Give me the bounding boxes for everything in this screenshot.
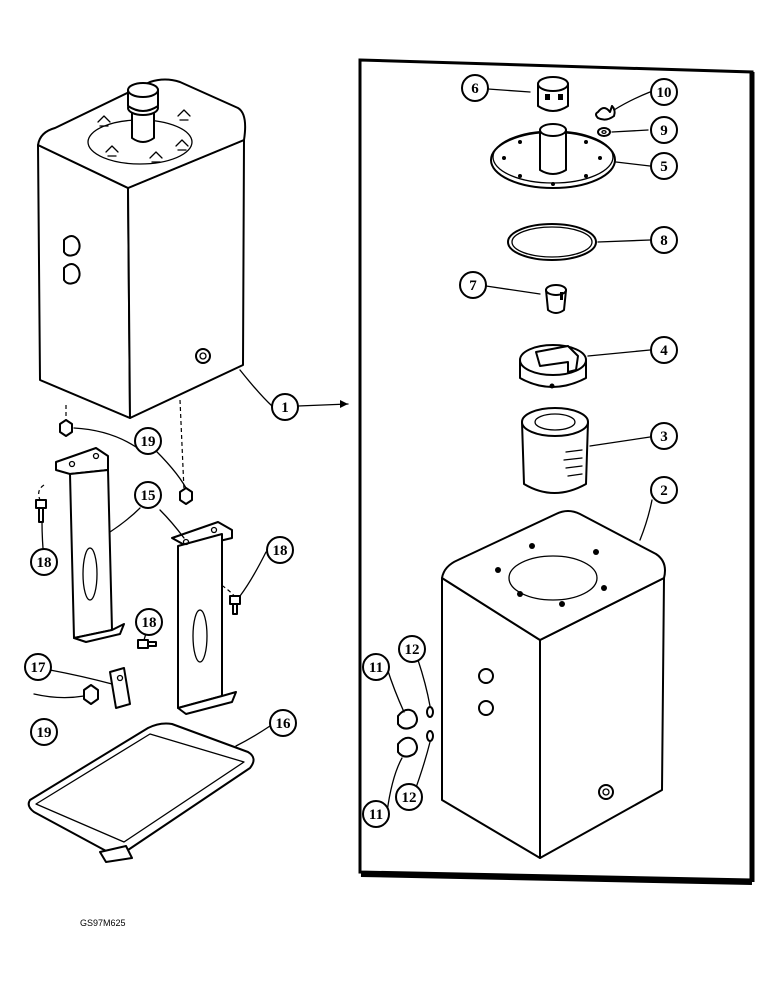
assembled-reservoir-tank <box>37 78 247 419</box>
callouts: 1 2 3 4 5 6 7 8 9 10 11 11 12 12 15 16 1… <box>0 0 678 828</box>
svg-text:12: 12 <box>402 790 417 806</box>
callout-12-lower: 12 <box>395 783 423 811</box>
callout-11-lower: 11 <box>362 800 390 828</box>
callout-8: 8 <box>650 226 678 254</box>
callout-5: 5 <box>650 152 678 180</box>
callout-19-top: 19 <box>134 427 162 455</box>
svg-text:17: 17 <box>31 660 47 676</box>
part-mounting-plate <box>490 123 616 189</box>
svg-text:18: 18 <box>37 555 52 571</box>
callout-18-right: 18 <box>266 536 294 564</box>
svg-text:16: 16 <box>276 716 292 732</box>
callout-6: 6 <box>461 74 489 102</box>
callout-19-lower-left: 19 <box>30 718 58 746</box>
svg-text:5: 5 <box>660 159 668 175</box>
callout-19-mid: 19 <box>0 0 15 4</box>
callout-9: 9 <box>650 116 678 144</box>
callout-18-left: 18 <box>30 548 58 576</box>
svg-text:1: 1 <box>281 400 289 416</box>
part-filler-cap <box>537 76 569 112</box>
svg-text:2: 2 <box>660 483 668 499</box>
callout-7: 7 <box>459 271 487 299</box>
svg-text:19: 19 <box>141 434 156 450</box>
svg-text:18: 18 <box>142 615 157 631</box>
svg-text:10: 10 <box>657 85 672 101</box>
part-reservoir-body <box>441 510 666 859</box>
callout-10: 10 <box>650 78 678 106</box>
callout-4: 4 <box>650 336 678 364</box>
svg-text:19: 19 <box>37 725 52 741</box>
svg-text:12: 12 <box>405 642 420 658</box>
svg-text:9: 9 <box>660 123 668 139</box>
callout-1: 1 <box>271 393 299 421</box>
callout-15: 15 <box>134 481 162 509</box>
svg-text:7: 7 <box>469 278 477 294</box>
svg-text:18: 18 <box>273 543 288 559</box>
part-sleeve <box>545 284 567 314</box>
part-filter-element <box>521 407 589 494</box>
callout-11-upper: 11 <box>362 653 390 681</box>
svg-text:11: 11 <box>369 807 383 823</box>
svg-text:4: 4 <box>660 343 668 359</box>
callout-17: 17 <box>24 653 52 681</box>
drawing-code: GS97M625 <box>80 918 126 928</box>
exploded-view-panel <box>358 58 755 885</box>
svg-text:6: 6 <box>471 81 479 97</box>
callout-2: 2 <box>650 476 678 504</box>
callout-16: 16 <box>269 709 297 737</box>
svg-text:15: 15 <box>141 488 156 504</box>
callout-18-middle: 18 <box>135 608 163 636</box>
part-filter-cover <box>519 344 587 389</box>
svg-text:8: 8 <box>660 233 668 249</box>
callout-3: 3 <box>650 422 678 450</box>
svg-text:11: 11 <box>369 660 383 676</box>
bracket-assembly <box>27 399 255 863</box>
part-o-ring <box>507 223 597 261</box>
callout-12-upper: 12 <box>398 635 426 663</box>
svg-text:3: 3 <box>660 429 668 445</box>
